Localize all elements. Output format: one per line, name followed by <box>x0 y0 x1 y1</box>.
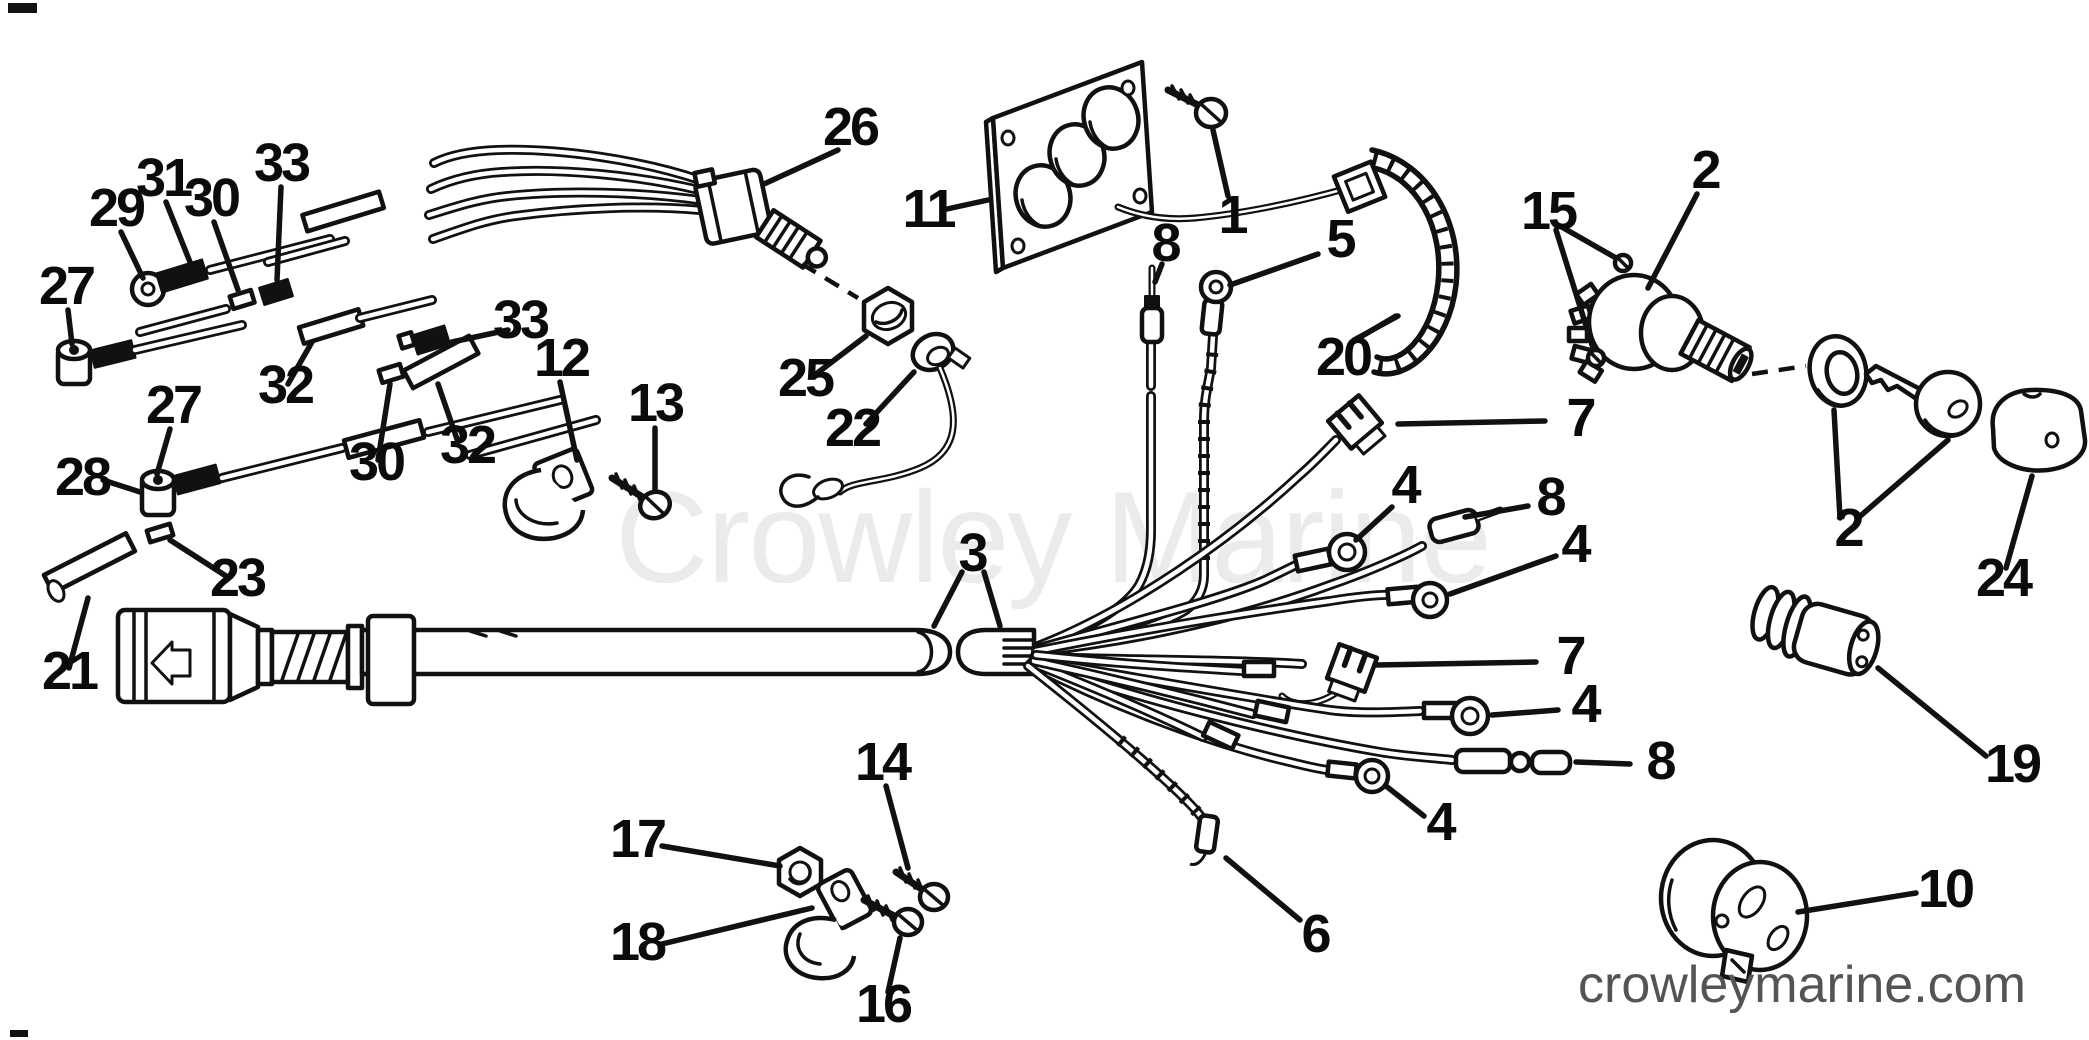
callout-29[interactable]: 29 <box>89 178 148 238</box>
site-credit: crowleymarine.com <box>1578 956 2026 1014</box>
callout-27[interactable]: 27 <box>146 375 204 435</box>
callout-30[interactable]: 30 <box>184 168 242 228</box>
bullet-connector-8c <box>1453 747 1573 776</box>
callout-25[interactable]: 25 <box>778 348 837 408</box>
callout-10[interactable]: 10 <box>1918 859 1976 919</box>
callout-11[interactable]: 11 <box>902 179 958 239</box>
elbow-terminal-27a <box>55 338 137 387</box>
cable-wrap <box>269 623 365 691</box>
tube-32a <box>296 307 366 346</box>
callout-26[interactable]: 26 <box>823 97 882 157</box>
callout-4[interactable]: 4 <box>1561 514 1594 574</box>
callout-7[interactable]: 7 <box>1556 626 1587 686</box>
callout-8[interactable]: 8 <box>1151 213 1183 273</box>
callout-18[interactable]: 18 <box>610 912 669 972</box>
connector-19 <box>1750 584 1881 677</box>
callout-30[interactable]: 30 <box>349 432 407 492</box>
corner-marks <box>8 3 37 1037</box>
callout-14[interactable]: 14 <box>855 732 915 792</box>
sleeve-23 <box>144 521 176 545</box>
callout-8[interactable]: 8 <box>1536 467 1568 527</box>
main-harness-cable-3 <box>359 613 1037 707</box>
callout-12[interactable]: 12 <box>534 328 592 388</box>
elbow-terminal-28 <box>139 463 222 518</box>
cable-tie-20 <box>1114 147 1460 377</box>
callout-4[interactable]: 4 <box>1571 674 1604 734</box>
callout-2[interactable]: 2 <box>1834 498 1865 558</box>
bezel-ring-2 <box>1807 334 1869 408</box>
nut-25 <box>861 285 915 347</box>
harness-connector-plug <box>115 607 365 705</box>
key-cover-24 <box>1990 387 2088 473</box>
callout-13[interactable]: 13 <box>628 373 687 433</box>
faceplate-11 <box>983 59 1155 275</box>
horn-10 <box>1658 837 1810 985</box>
sleeve-30b <box>376 361 406 386</box>
spade-terminal-7b <box>1324 641 1380 703</box>
callout-15[interactable]: 15 <box>1521 181 1580 241</box>
callout-3[interactable]: 3 <box>958 523 990 583</box>
callout-33[interactable]: 33 <box>493 290 552 350</box>
clamp-18 <box>783 867 874 981</box>
callout-4[interactable]: 4 <box>1391 455 1424 515</box>
callout-23[interactable]: 23 <box>210 548 269 608</box>
sleeve-30a <box>227 287 257 312</box>
tube-21 <box>41 531 138 603</box>
choke-switch-26 <box>424 144 860 300</box>
callout-28[interactable]: 28 <box>55 447 114 507</box>
clamp-12 <box>502 446 595 542</box>
callout-21[interactable]: 21 <box>42 641 101 701</box>
callout-19[interactable]: 19 <box>1985 734 2044 794</box>
callout-2[interactable]: 2 <box>1691 140 1722 200</box>
callout-5[interactable]: 5 <box>1326 209 1358 269</box>
callout-16[interactable]: 16 <box>856 974 915 1034</box>
nut-17 <box>776 845 824 899</box>
lanyard-clip-22 <box>779 331 972 508</box>
callout-20[interactable]: 20 <box>1316 327 1374 387</box>
screw-14 <box>892 866 951 913</box>
screw-16 <box>860 894 925 938</box>
screw-13 <box>608 472 673 521</box>
spade-terminal-7a <box>1325 393 1387 456</box>
callout-32[interactable]: 32 <box>440 415 498 475</box>
callout-1[interactable]: 1 <box>1218 185 1250 245</box>
cable-grommet <box>365 613 417 707</box>
callout-22[interactable]: 22 <box>825 398 883 458</box>
key-2 <box>1863 363 1983 439</box>
callout-32[interactable]: 32 <box>258 355 316 415</box>
callout-7[interactable]: 7 <box>1566 388 1597 448</box>
flag-terminal-6 <box>1189 813 1221 866</box>
leader-lines <box>65 127 2035 995</box>
callout-6[interactable]: 6 <box>1301 904 1333 964</box>
coupler-33a <box>258 278 294 306</box>
callout-4[interactable]: 4 <box>1426 792 1459 852</box>
callout-27[interactable]: 27 <box>39 256 97 316</box>
callout-17[interactable]: 17 <box>610 809 668 869</box>
screw-1 <box>1164 84 1229 130</box>
callout-24[interactable]: 24 <box>1976 548 2036 608</box>
callout-31[interactable]: 31 <box>136 148 195 208</box>
harness-breakout-wires <box>1023 264 1573 866</box>
ring-terminal-5 <box>1198 269 1234 337</box>
callout-33[interactable]: 33 <box>254 133 313 193</box>
callout-8[interactable]: 8 <box>1646 731 1678 791</box>
tube-32b <box>401 333 481 391</box>
wire-group-upper-left <box>41 189 601 603</box>
bullet-connector-8a <box>1139 264 1165 345</box>
ignition-switch-2 <box>1566 252 1807 384</box>
